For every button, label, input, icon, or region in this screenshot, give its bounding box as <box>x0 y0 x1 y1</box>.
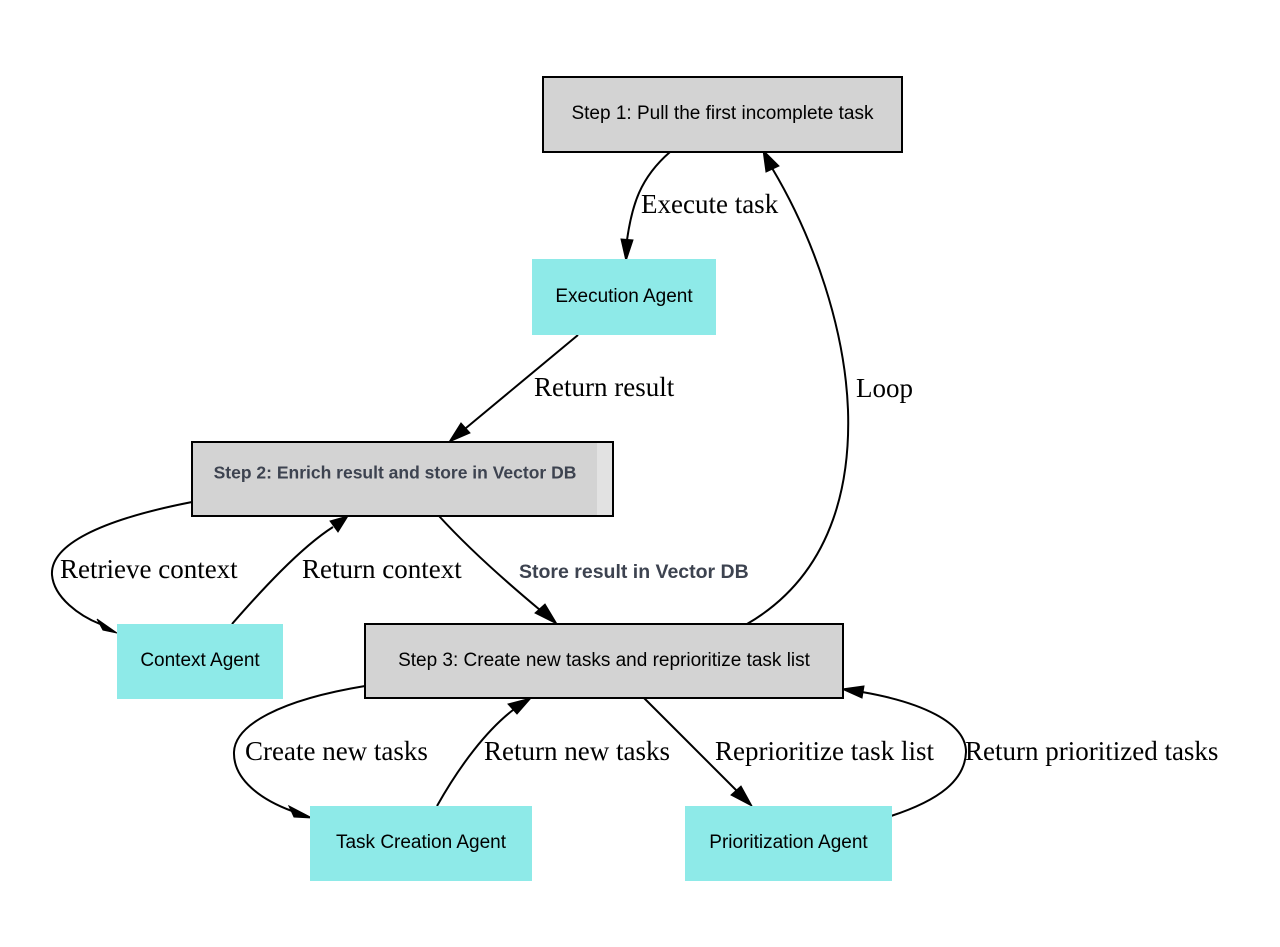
edge-loop <box>746 167 850 625</box>
label-return-result: Return result <box>534 372 675 402</box>
node-execution-agent-label: Execution Agent <box>555 286 693 307</box>
arrow-store-result <box>534 603 559 626</box>
arrow-create-new-tasks <box>287 804 313 819</box>
edge-create-new-tasks <box>232 685 366 812</box>
arrow-return-result <box>447 422 471 444</box>
edge-reprioritize <box>643 697 738 792</box>
edge-return-prioritized <box>861 691 968 817</box>
node-prioritization-agent-label: Prioritization Agent <box>709 832 868 853</box>
arrow-return-prioritized <box>840 685 865 699</box>
arrow-return-new-tasks <box>507 697 533 715</box>
arrow-return-context <box>329 515 350 533</box>
node-step-3-label: Step 3: Create new tasks and reprioritiz… <box>398 650 811 671</box>
arrow-retrieve-context <box>96 618 118 634</box>
node-execution-agent: Execution Agent <box>532 259 716 335</box>
arrow-reprioritize <box>730 785 754 808</box>
label-execute-task: Execute task <box>641 189 779 219</box>
node-step-2-label: Step 2: Enrich result and store in Vecto… <box>214 463 577 483</box>
node-step-1: Step 1: Pull the first incomplete task <box>542 76 903 153</box>
edge-return-new-tasks <box>436 709 514 807</box>
label-loop: Loop <box>856 373 913 403</box>
label-reprioritize: Reprioritize task list <box>715 736 934 766</box>
node-step-1-label: Step 1: Pull the first incomplete task <box>571 103 874 124</box>
node-task-creation-agent: Task Creation Agent <box>310 806 532 881</box>
edge-return-context <box>231 526 334 625</box>
arrow-loop <box>762 148 780 173</box>
node-task-creation-agent-label: Task Creation Agent <box>336 832 507 853</box>
edge-retrieve-context <box>50 501 193 625</box>
label-retrieve-context: Retrieve context <box>60 554 238 584</box>
label-return-new-tasks: Return new tasks <box>484 736 670 766</box>
node-context-agent-label: Context Agent <box>140 650 260 671</box>
node-context-agent: Context Agent <box>117 624 283 699</box>
edge-return-result <box>465 334 579 429</box>
node-step-3: Step 3: Create new tasks and reprioritiz… <box>364 623 844 699</box>
node-step-2: Step 2: Enrich result and store in Vecto… <box>191 441 614 517</box>
label-create-new-tasks: Create new tasks <box>245 736 428 766</box>
label-return-context: Return context <box>302 554 462 584</box>
arrow-execute-task <box>620 238 634 263</box>
label-return-prioritized: Return prioritized tasks <box>965 736 1218 766</box>
edge-execute-task <box>626 151 671 241</box>
label-store-result: Store result in Vector DB <box>519 561 749 583</box>
node-prioritization-agent: Prioritization Agent <box>685 806 892 881</box>
edge-store-result <box>438 515 541 611</box>
